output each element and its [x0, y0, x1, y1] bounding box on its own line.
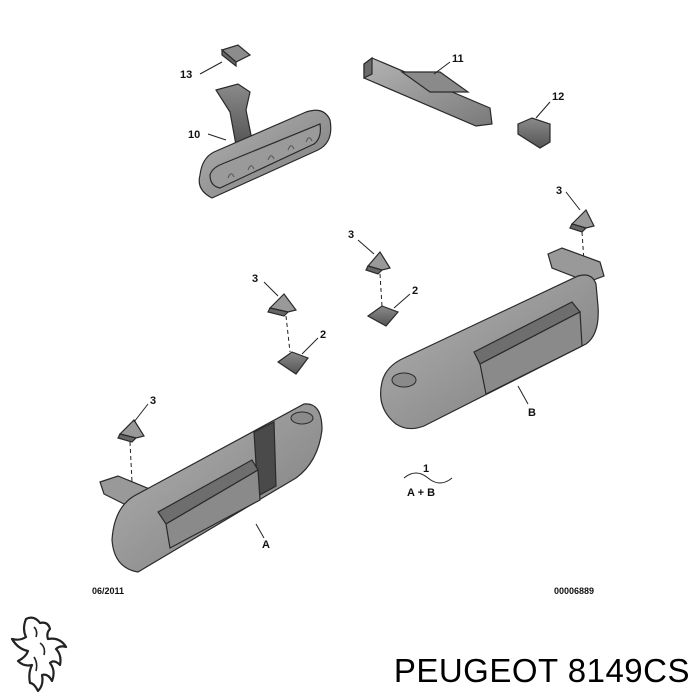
leader-3-left-middle [263, 281, 279, 297]
callout-a: A [262, 539, 270, 551]
callout-1: 1 [423, 463, 429, 475]
brand-part-number: PEUGEOT 8149CS [393, 652, 690, 689]
cover-part-13 [220, 44, 252, 68]
callout-b: B [528, 407, 536, 419]
end-cap-part-12 [517, 117, 551, 149]
leader-12 [535, 101, 551, 119]
dash-3-center [379, 273, 383, 307]
callout-10: 10 [188, 129, 200, 141]
leader-10 [207, 133, 227, 141]
callout-11: 11 [452, 53, 464, 65]
callout-3-center: 3 [348, 229, 354, 241]
peugeot-lion-icon [10, 616, 68, 693]
leader-13 [199, 61, 223, 75]
leader-2-center [393, 293, 411, 309]
callout-3-left-middle: 3 [252, 273, 258, 285]
ref-code: 00006889 [554, 586, 594, 596]
leader-2-left-middle [301, 337, 319, 355]
dash-3-right [581, 231, 585, 263]
callout-3-left-lower: 3 [150, 395, 156, 407]
sun-visor-b [380, 247, 605, 430]
clip-part-2-left-middle [276, 351, 309, 375]
clip-part-3-left-lower [117, 419, 145, 443]
leader-11 [433, 61, 451, 75]
clip-part-3-center [365, 250, 391, 275]
callout-1-sub: A + B [407, 487, 435, 499]
parts-diagram: 13 10 11 12 3 3 2 [92, 44, 605, 596]
leader-3-center [357, 239, 375, 255]
brand-footer: PEUGEOT 8149CS [0, 605, 700, 700]
leader-3-left-lower [133, 403, 149, 423]
clip-part-3-right [569, 208, 595, 233]
clip-part-3-left-middle [267, 293, 298, 317]
callout-13: 13 [180, 69, 192, 81]
callout-12: 12 [552, 91, 564, 103]
date-code: 06/2011 [92, 586, 124, 596]
handle-rail-part-11 [363, 56, 493, 127]
sun-visor-a [99, 403, 323, 573]
callout-2-left-middle: 2 [320, 329, 326, 341]
leader-a [255, 523, 265, 539]
callout-3-right: 3 [556, 185, 562, 197]
leader-b [517, 385, 529, 405]
leader-3-right [565, 191, 581, 211]
callout-2-center: 2 [412, 285, 418, 297]
dash-3-left-lower [129, 441, 133, 483]
clip-part-2-center [366, 305, 400, 327]
dash-3-left-middle [285, 315, 291, 353]
assembly-label-1: 1 A + B [403, 463, 453, 499]
rear-view-mirror-part-10 [198, 83, 332, 199]
